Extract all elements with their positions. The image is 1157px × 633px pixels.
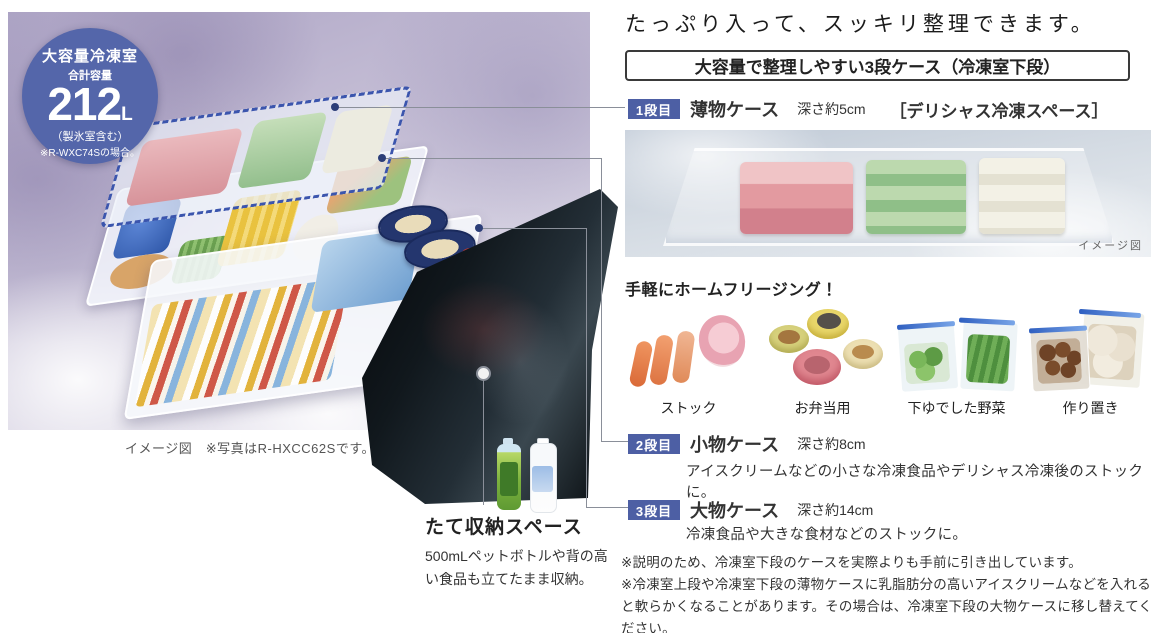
tier1-depth: 深さ約5cm — [797, 101, 866, 117]
thin-case-tray — [663, 148, 1115, 246]
tier1-row: 1段目 薄物ケース 深さ約5cm ［デリシャス冷凍スペース］ — [628, 96, 1109, 122]
home-freezing-thumbnails — [625, 303, 1154, 396]
thin-case-photo-caption: イメージ図 — [1078, 240, 1143, 252]
leader-line — [483, 373, 484, 505]
tier1-name: 薄物ケース — [690, 100, 780, 120]
thumb-caption: お弁当用 — [794, 400, 851, 416]
tier3-badge: 3段目 — [628, 500, 680, 520]
leader-line — [601, 158, 602, 441]
tier3-depth: 深さ約14cm — [797, 502, 874, 518]
tier1-extra: ［デリシャス冷凍スペース］ — [889, 101, 1109, 121]
capacity-note1: （製氷室含む） — [51, 130, 129, 143]
capacity-note2: ※R-WXC74Sの場合。 — [39, 147, 141, 159]
thumb-boiled-vegetables-photo — [893, 303, 1020, 396]
thumb-stock-photo — [625, 303, 752, 396]
capacity-title: 大容量冷凍室 — [41, 48, 138, 65]
capacity-value: 212 — [47, 78, 122, 130]
tier2-badge: 2段目 — [628, 434, 680, 454]
tier1-badge: 1段目 — [628, 99, 680, 119]
section-headline: たっぷり入って、スッキリ整理できます。 — [625, 12, 1096, 36]
home-freezing-captions: ストック お弁当用 下ゆでした野菜 作り置き — [625, 398, 1154, 418]
callout-dot — [476, 366, 491, 381]
footnote: ※冷凍室上段や冷凍室下段の薄物ケースに乳脂肪分の高いアイスクリームなどを入れると… — [621, 577, 1153, 633]
footnote: ※説明のため、冷凍室下段のケースを実際よりも手前に引き出しています。 — [621, 555, 1082, 570]
capacity-badge: 大容量冷凍室 合計容量 212L （製氷室含む） ※R-WXC74Sの場合。 — [22, 28, 158, 164]
callout-dot — [475, 224, 483, 232]
tier3-desc: 冷凍食品や大きな食材などのストックに。 — [686, 527, 968, 543]
leader-line — [382, 158, 601, 159]
leader-line — [601, 441, 628, 442]
leader-line — [335, 107, 625, 108]
tier2-desc: アイスクリームなどの小さな冷凍食品やデリシャス冷凍後のストックに。 — [686, 464, 1144, 501]
thumb-meal-prep-photo — [1027, 303, 1154, 396]
thin-case-photo: イメージ図 — [625, 130, 1151, 257]
home-freezing-title: 手軽にホームフリージング！ — [625, 282, 838, 299]
tier3-name: 大物ケース — [690, 501, 780, 521]
feature-title-box: 大容量で整理しやすい3段ケース（冷凍室下段） — [625, 50, 1130, 81]
thumb-caption: 作り置き — [1062, 400, 1119, 416]
leader-line — [586, 507, 628, 508]
tier2-name: 小物ケース — [690, 435, 780, 455]
leader-line — [479, 228, 586, 229]
vertical-storage-title: たて収納スペース — [425, 517, 583, 538]
thumb-bento-photo — [759, 303, 886, 396]
tier2-row: 2段目 小物ケース 深さ約8cm — [628, 431, 866, 457]
feature-title: 大容量で整理しやすい3段ケース（冷凍室下段） — [694, 58, 1061, 77]
footnotes: ※説明のため、冷凍室下段のケースを実際よりも手前に引き出しています。 ※冷凍室上… — [621, 552, 1154, 633]
tier2-depth: 深さ約8cm — [797, 436, 866, 452]
thumb-caption: 下ゆでした野菜 — [907, 400, 1006, 416]
bottles-photo — [495, 438, 561, 513]
vertical-storage-desc: 500mLペットボトルや背の高い食品も立てたまま収納。 — [425, 548, 608, 588]
thumb-caption: ストック — [660, 400, 717, 416]
capacity-subtitle: 合計容量 — [68, 70, 112, 82]
callout-dot — [331, 103, 339, 111]
capacity-unit: L — [121, 104, 133, 125]
leader-line — [586, 228, 587, 507]
tier3-row: 3段目 大物ケース 深さ約14cm — [628, 497, 873, 523]
photo-caption: イメージ図 ※写真はR-HXCC62Sです。 — [125, 441, 376, 456]
callout-dot — [378, 154, 386, 162]
